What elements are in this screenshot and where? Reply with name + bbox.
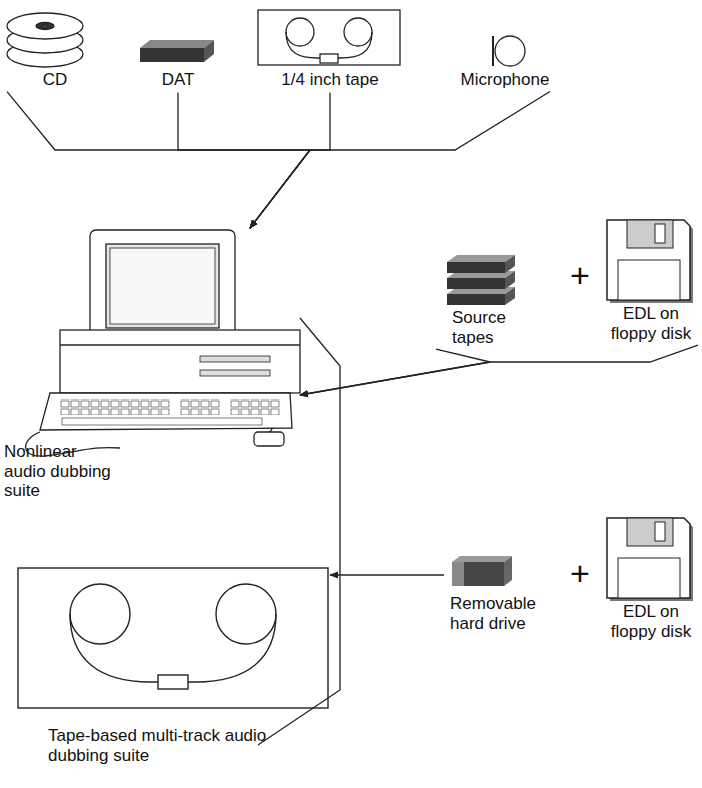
device-label: Removable hard drive (450, 594, 550, 633)
device-label: EDL on floppy disk (602, 304, 700, 343)
hard-drive-icon (452, 556, 512, 586)
device-node: Source tapes (440, 248, 532, 347)
signal-arrow (300, 345, 698, 395)
source-tapes-icon (447, 255, 515, 305)
suite-bracket (258, 318, 340, 745)
device-node: DAT (130, 4, 226, 90)
signal-arrow (330, 574, 444, 575)
cd-icon (7, 13, 83, 67)
signal-arrow (300, 349, 490, 395)
plus-sign: + (570, 258, 590, 292)
floppy-icon (607, 518, 693, 601)
multitrack-tape-icon (18, 568, 328, 708)
signal-arrow (7, 92, 310, 228)
dat-icon (140, 40, 214, 62)
device-node: Tape-based multi-track audio dubbing sui… (18, 560, 330, 765)
plus-sign: + (570, 556, 590, 590)
device-node: CD (5, 4, 105, 90)
device-label: 1/4 inch tape (255, 70, 405, 90)
device-label: DAT (130, 70, 226, 90)
device-label: EDL on floppy disk (602, 602, 700, 641)
device-node: Removable hard drive (446, 548, 550, 633)
device-node: EDL on floppy disk (602, 218, 700, 343)
device-node: EDL on floppy disk (602, 516, 700, 641)
quarter-inch-tape-icon (258, 10, 400, 65)
device-node: Microphone (458, 4, 552, 90)
device-label: Nonlinear audio dubbing suite (4, 442, 122, 501)
signal-arrow (250, 92, 550, 228)
device-label: CD (5, 70, 105, 90)
microphone-icon (493, 36, 525, 66)
device-label: Tape-based multi-track audio dubbing sui… (48, 726, 278, 765)
signal-arrow (178, 93, 310, 228)
computer-icon (26, 230, 300, 456)
device-node: 1/4 inch tape (255, 4, 405, 90)
signal-arrow (250, 93, 330, 228)
device-label: Microphone (458, 70, 552, 90)
device-node: Nonlinear audio dubbing suite (0, 228, 300, 501)
device-label: Source tapes (452, 308, 532, 347)
floppy-icon (607, 220, 693, 303)
